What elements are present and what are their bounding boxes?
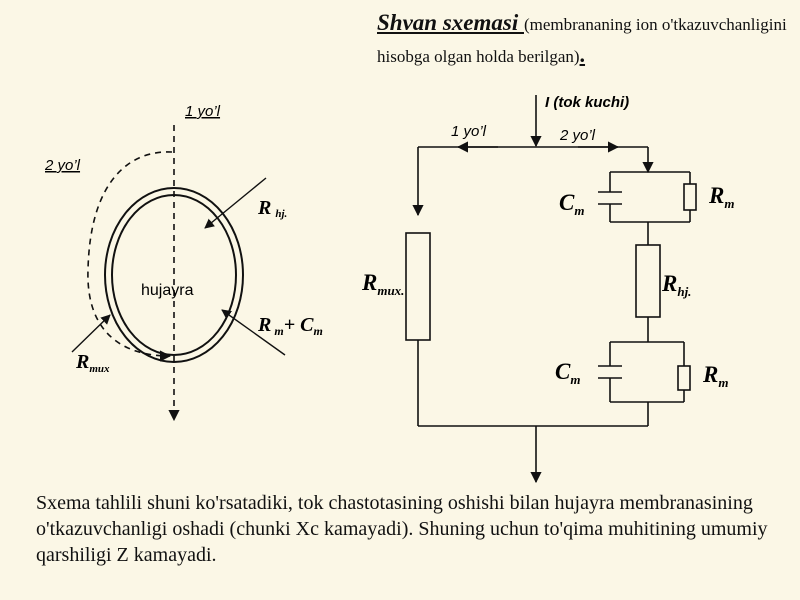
- resistor-r-hj: [635, 244, 661, 318]
- r-mux-pointer: [71, 314, 111, 353]
- diagram-subtitle: (membrananing ion o'tkazuvchanligini his…: [377, 15, 787, 66]
- left-r-mux-label: Rmux: [75, 351, 110, 375]
- resistor-r-mux: [405, 232, 431, 341]
- c-m-top-label: Cm: [559, 190, 584, 218]
- cell-label: hujayra: [141, 282, 194, 299]
- r-m-bottom-label: Rm: [702, 362, 728, 390]
- title-dot: .: [579, 42, 586, 67]
- r-mux-label: Rmux.: [361, 270, 404, 298]
- r-hj-pointer: [204, 177, 267, 229]
- capacitor-c-m-top: [598, 191, 622, 205]
- circuit-path1-label: 1 yo’l: [451, 123, 487, 140]
- resistor-r-m-bottom: [677, 365, 691, 391]
- path2-dashed-arc: [87, 151, 173, 362]
- current-label: I (tok kuchi): [545, 94, 629, 111]
- r-m-top-label: Rm: [708, 183, 734, 211]
- diagram-title: Shvan sxemasi: [377, 10, 524, 35]
- resistor-r-m-top: [683, 183, 697, 211]
- left-path1-label: 1 yo’l: [185, 103, 221, 120]
- title-block: Shvan sxemasi (membrananing ion o'tkazuv…: [377, 8, 797, 72]
- circuit-path2-label: 2 yo’l: [559, 127, 596, 144]
- left-path2-label: 2 yo’l: [44, 157, 81, 174]
- r-hj-label: Rhj.: [661, 271, 691, 299]
- explanation-caption: Sxema tahlili shuni ko'rsatadiki, tok ch…: [36, 492, 768, 566]
- capacitor-c-m-bottom: [598, 365, 622, 379]
- rm-cm-pointer: [221, 309, 286, 356]
- circuit-wiring: [412, 95, 691, 484]
- cell-drawing: [71, 125, 286, 422]
- c-m-bottom-label: Cm: [555, 359, 580, 387]
